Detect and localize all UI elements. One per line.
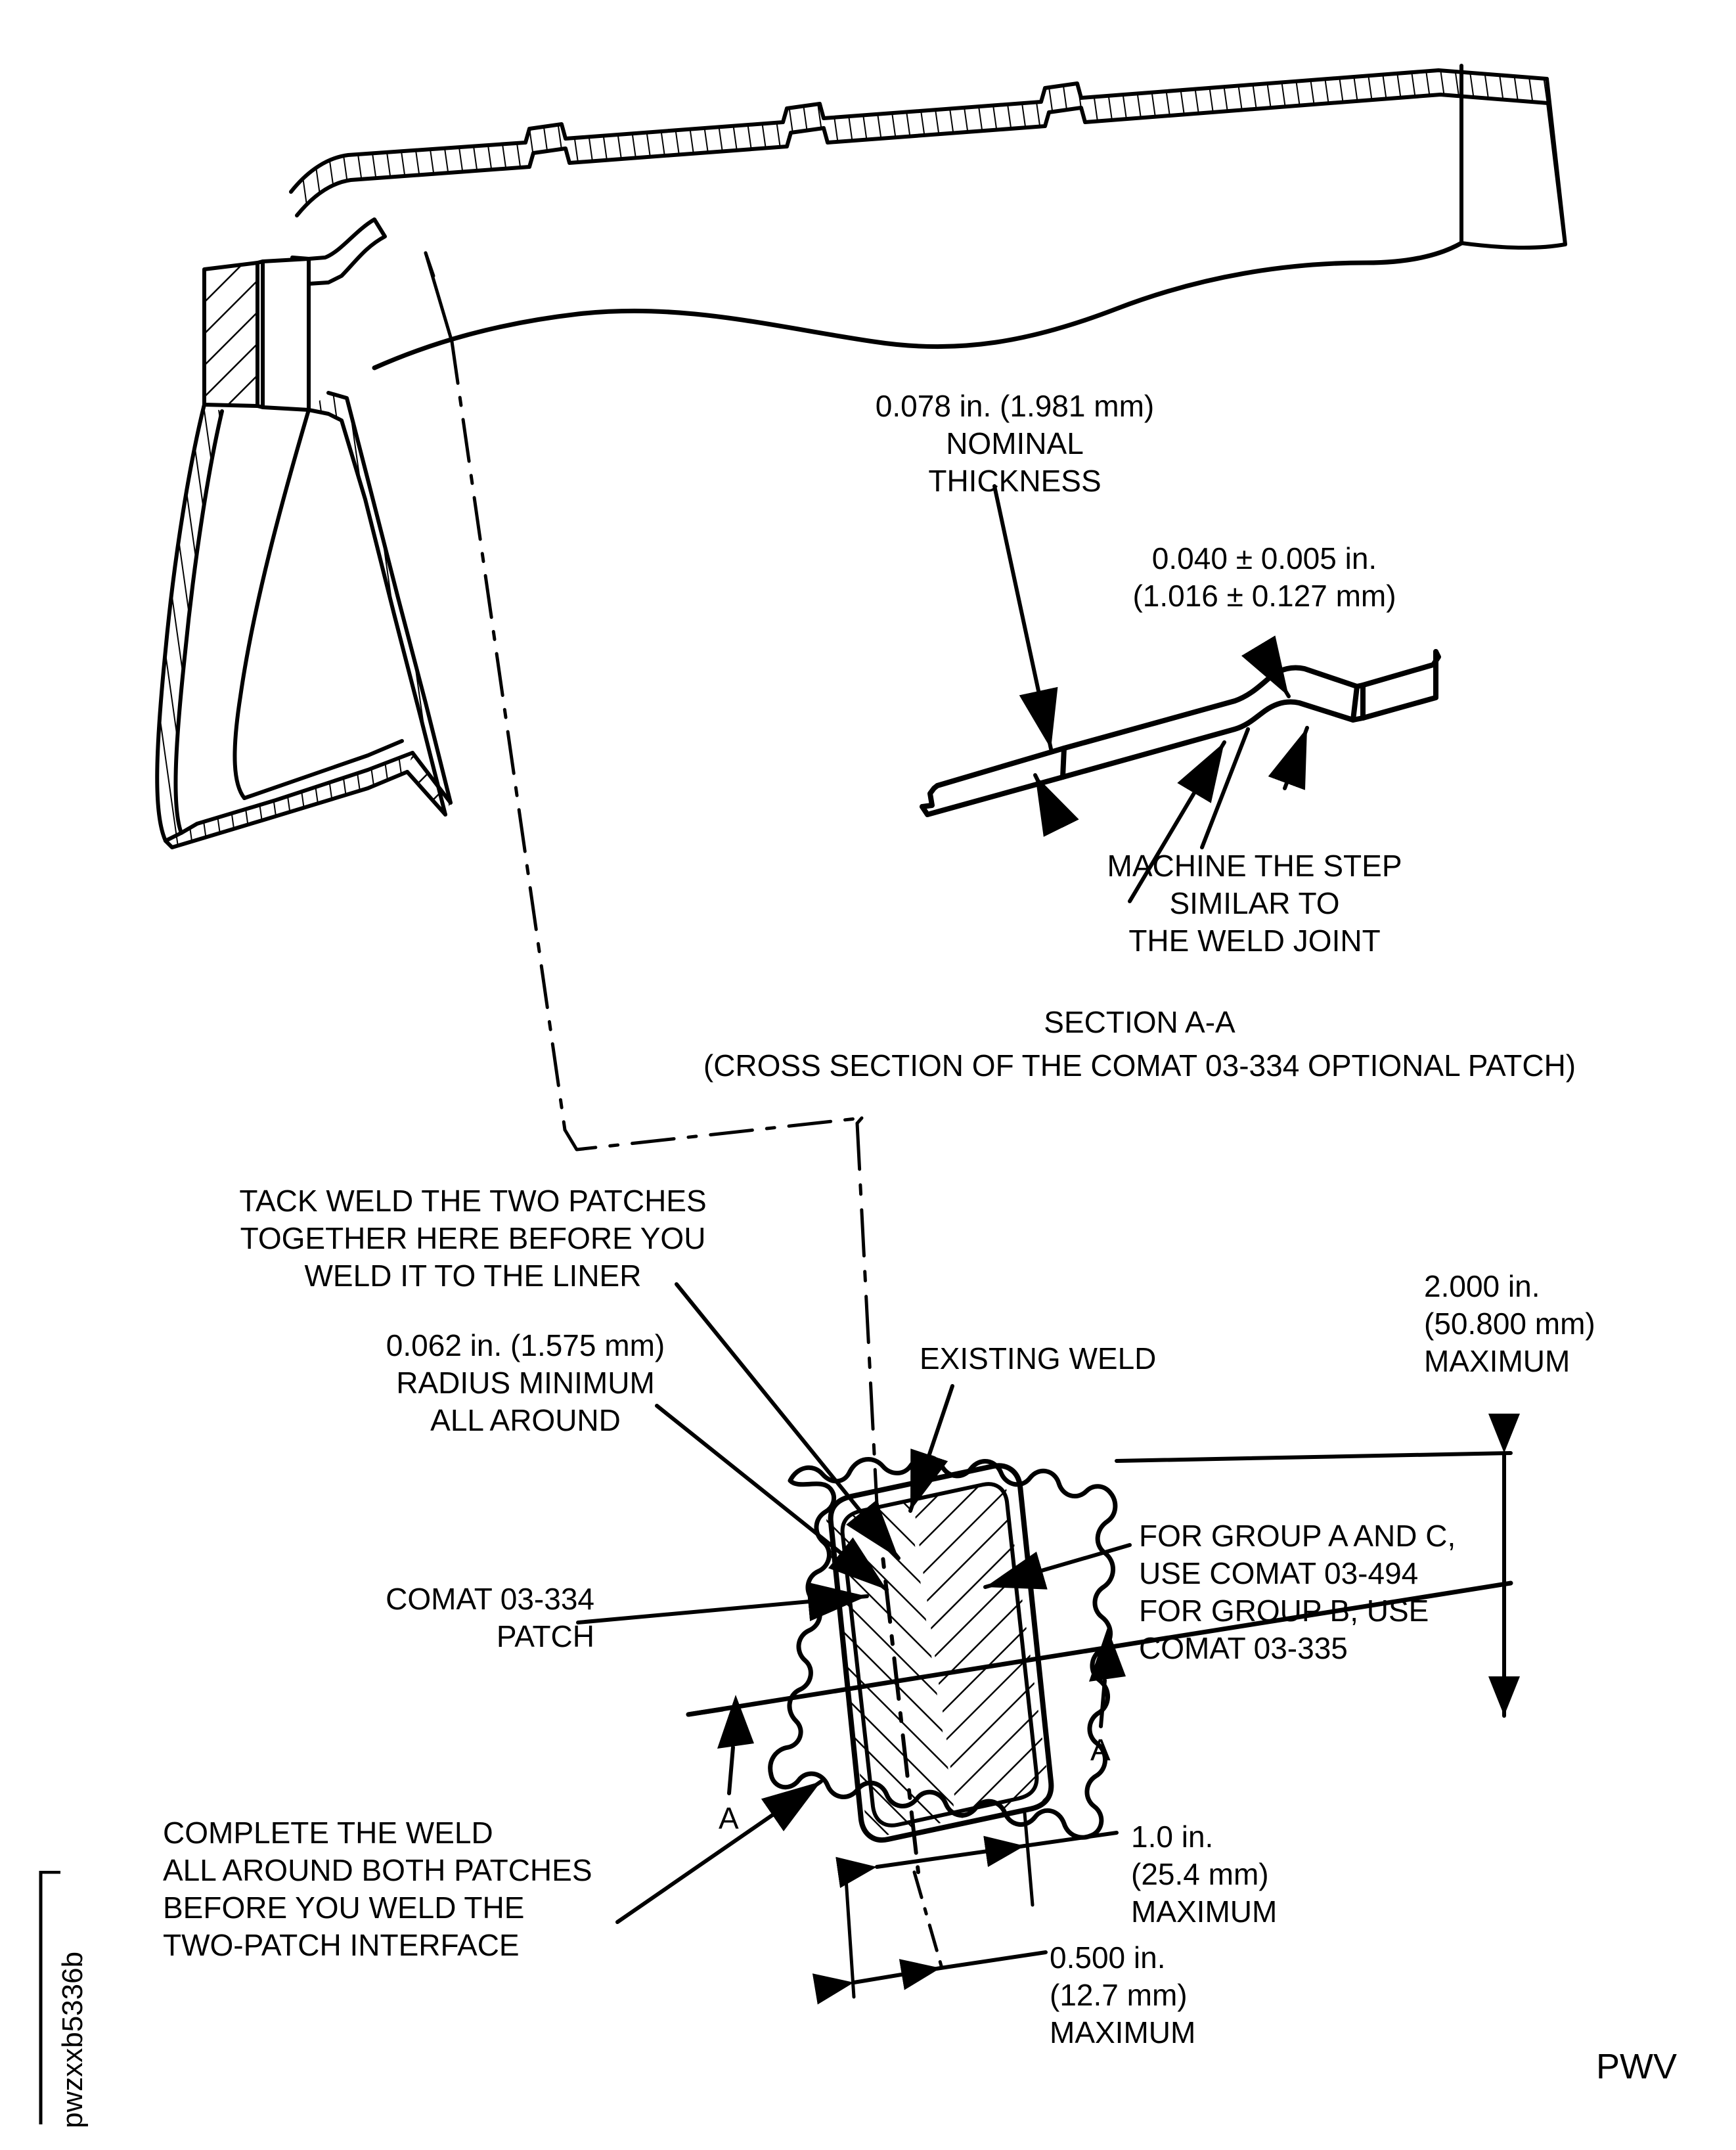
width-lower-ext-right — [912, 1870, 946, 1979]
section-aa-subtitle: (CROSS SECTION OF THE COMAT 03-334 OPTIO… — [703, 1048, 1576, 1083]
section-arrow-shaft-left — [727, 1745, 735, 1795]
hook-cavity-bottom — [242, 739, 404, 800]
detail-centerline-upper — [855, 1121, 879, 1506]
liner-skin-hatch — [291, 70, 1548, 215]
machine-step-leader-2 — [1200, 727, 1250, 849]
liner-body-break-line — [372, 240, 1464, 370]
left-flange-edge — [256, 259, 265, 409]
tack-weld-note: TACK WELD THE TWO PATCHES TOGETHER HERE … — [239, 1184, 707, 1293]
radius-minimum-leader — [655, 1404, 889, 1592]
hook-left-hatch — [157, 405, 222, 841]
corner-code-label: PWV — [1596, 2047, 1678, 2086]
left-boss-top-notch — [290, 256, 311, 261]
machine-step-note: MACHINE THE STEP SIMILAR TO THE WELD JOI… — [1107, 849, 1402, 958]
complete-weld-leader — [615, 1780, 823, 1924]
detail-callout-tick — [424, 251, 435, 278]
liner-right-end — [1545, 77, 1567, 246]
section-step-right-edge — [1350, 684, 1360, 723]
descending-wall-hatch — [309, 393, 451, 815]
height-ext-line-top — [1115, 1451, 1513, 1463]
section-cut-line-left-tail — [686, 1707, 725, 1717]
step-thickness-label: 0.040 ± 0.005 in. (1.016 ± 0.127 mm) — [1132, 541, 1396, 613]
figure-id-bracket — [39, 1871, 60, 2124]
width-upper-ext-line — [1023, 1811, 1035, 1907]
liner-right-bottom-curve — [1459, 241, 1567, 250]
section-arrow-label-right: A — [1090, 1733, 1111, 1767]
comat-patch-label: COMAT 03-334 PATCH — [386, 1582, 594, 1653]
left-boss-body — [261, 257, 311, 412]
section-profile-lower — [920, 649, 1441, 809]
section-arrow-shaft-right — [1099, 1678, 1107, 1728]
width-lower-dimension-line — [812, 1959, 943, 2005]
detail-callout-chain-line — [450, 340, 567, 1132]
machine-step-leader — [1128, 740, 1226, 903]
nominal-thickness-leader-up — [1033, 773, 1079, 837]
boss-skin-transition — [307, 217, 387, 286]
section-cut-line — [686, 1580, 1513, 1717]
radius-minimum-note: 0.062 in. (1.575 mm) RADIUS MINIMUM ALL … — [386, 1328, 665, 1437]
width-lower-leader — [939, 1950, 1048, 1970]
patch-label-leader — [576, 1582, 869, 1624]
width-upper-dimension-line — [835, 1835, 1027, 1889]
section-arrow-head-right — [1089, 1628, 1126, 1682]
section-arrow-label-left: A — [719, 1801, 739, 1835]
section-arrow-head-left — [717, 1695, 754, 1749]
section-profile-upper — [920, 649, 1438, 817]
hook-bottom-hatch — [166, 753, 412, 847]
hook-tip-hatch — [407, 753, 451, 815]
width-upper-dimension-label: 1.0 in. (25.4 mm) MAXIMUM — [1131, 1820, 1278, 1929]
width-lower-ext-left — [844, 1877, 856, 1999]
group-note-leader — [983, 1543, 1132, 1590]
section-step-left-edge — [1060, 746, 1067, 780]
figure-id-label: pwzxxb5336b — [56, 1951, 89, 2128]
tack-weld-leader — [675, 1282, 901, 1560]
liner-cross-section-view — [155, 64, 1567, 2005]
section-aa-title: SECTION A-A — [1044, 1005, 1235, 1039]
group-comat-note: FOR GROUP A AND C, USE COMAT 03-494 FOR … — [1139, 1519, 1456, 1665]
height-dimension-label: 2.000 in. (50.800 mm) MAXIMUM — [1424, 1269, 1595, 1378]
existing-weld-label: EXISTING WELD — [920, 1341, 1157, 1376]
descending-wall-outer — [307, 408, 447, 817]
complete-weld-note: COMPLETE THE WELD ALL AROUND BOTH PATCHE… — [163, 1816, 592, 1962]
existing-weld-leader — [908, 1384, 954, 1513]
nominal-thickness-label: 0.078 in. (1.981 mm) NOMINAL THICKNESS — [875, 389, 1155, 498]
left-flange-hatch — [204, 263, 257, 406]
section-aa-profile — [920, 649, 1441, 817]
nominal-thickness-leader-down — [992, 484, 1058, 751]
hook-cavity-line — [233, 408, 311, 800]
detail-callout-chain-lower — [563, 1116, 864, 1152]
width-upper-leader — [1023, 1831, 1119, 1848]
step-thickness-leader-up — [1268, 726, 1309, 790]
step-thickness-leader-down — [1241, 635, 1291, 698]
width-lower-dimension-label: 0.500 in. (12.7 mm) MAXIMUM — [1050, 1940, 1196, 2049]
